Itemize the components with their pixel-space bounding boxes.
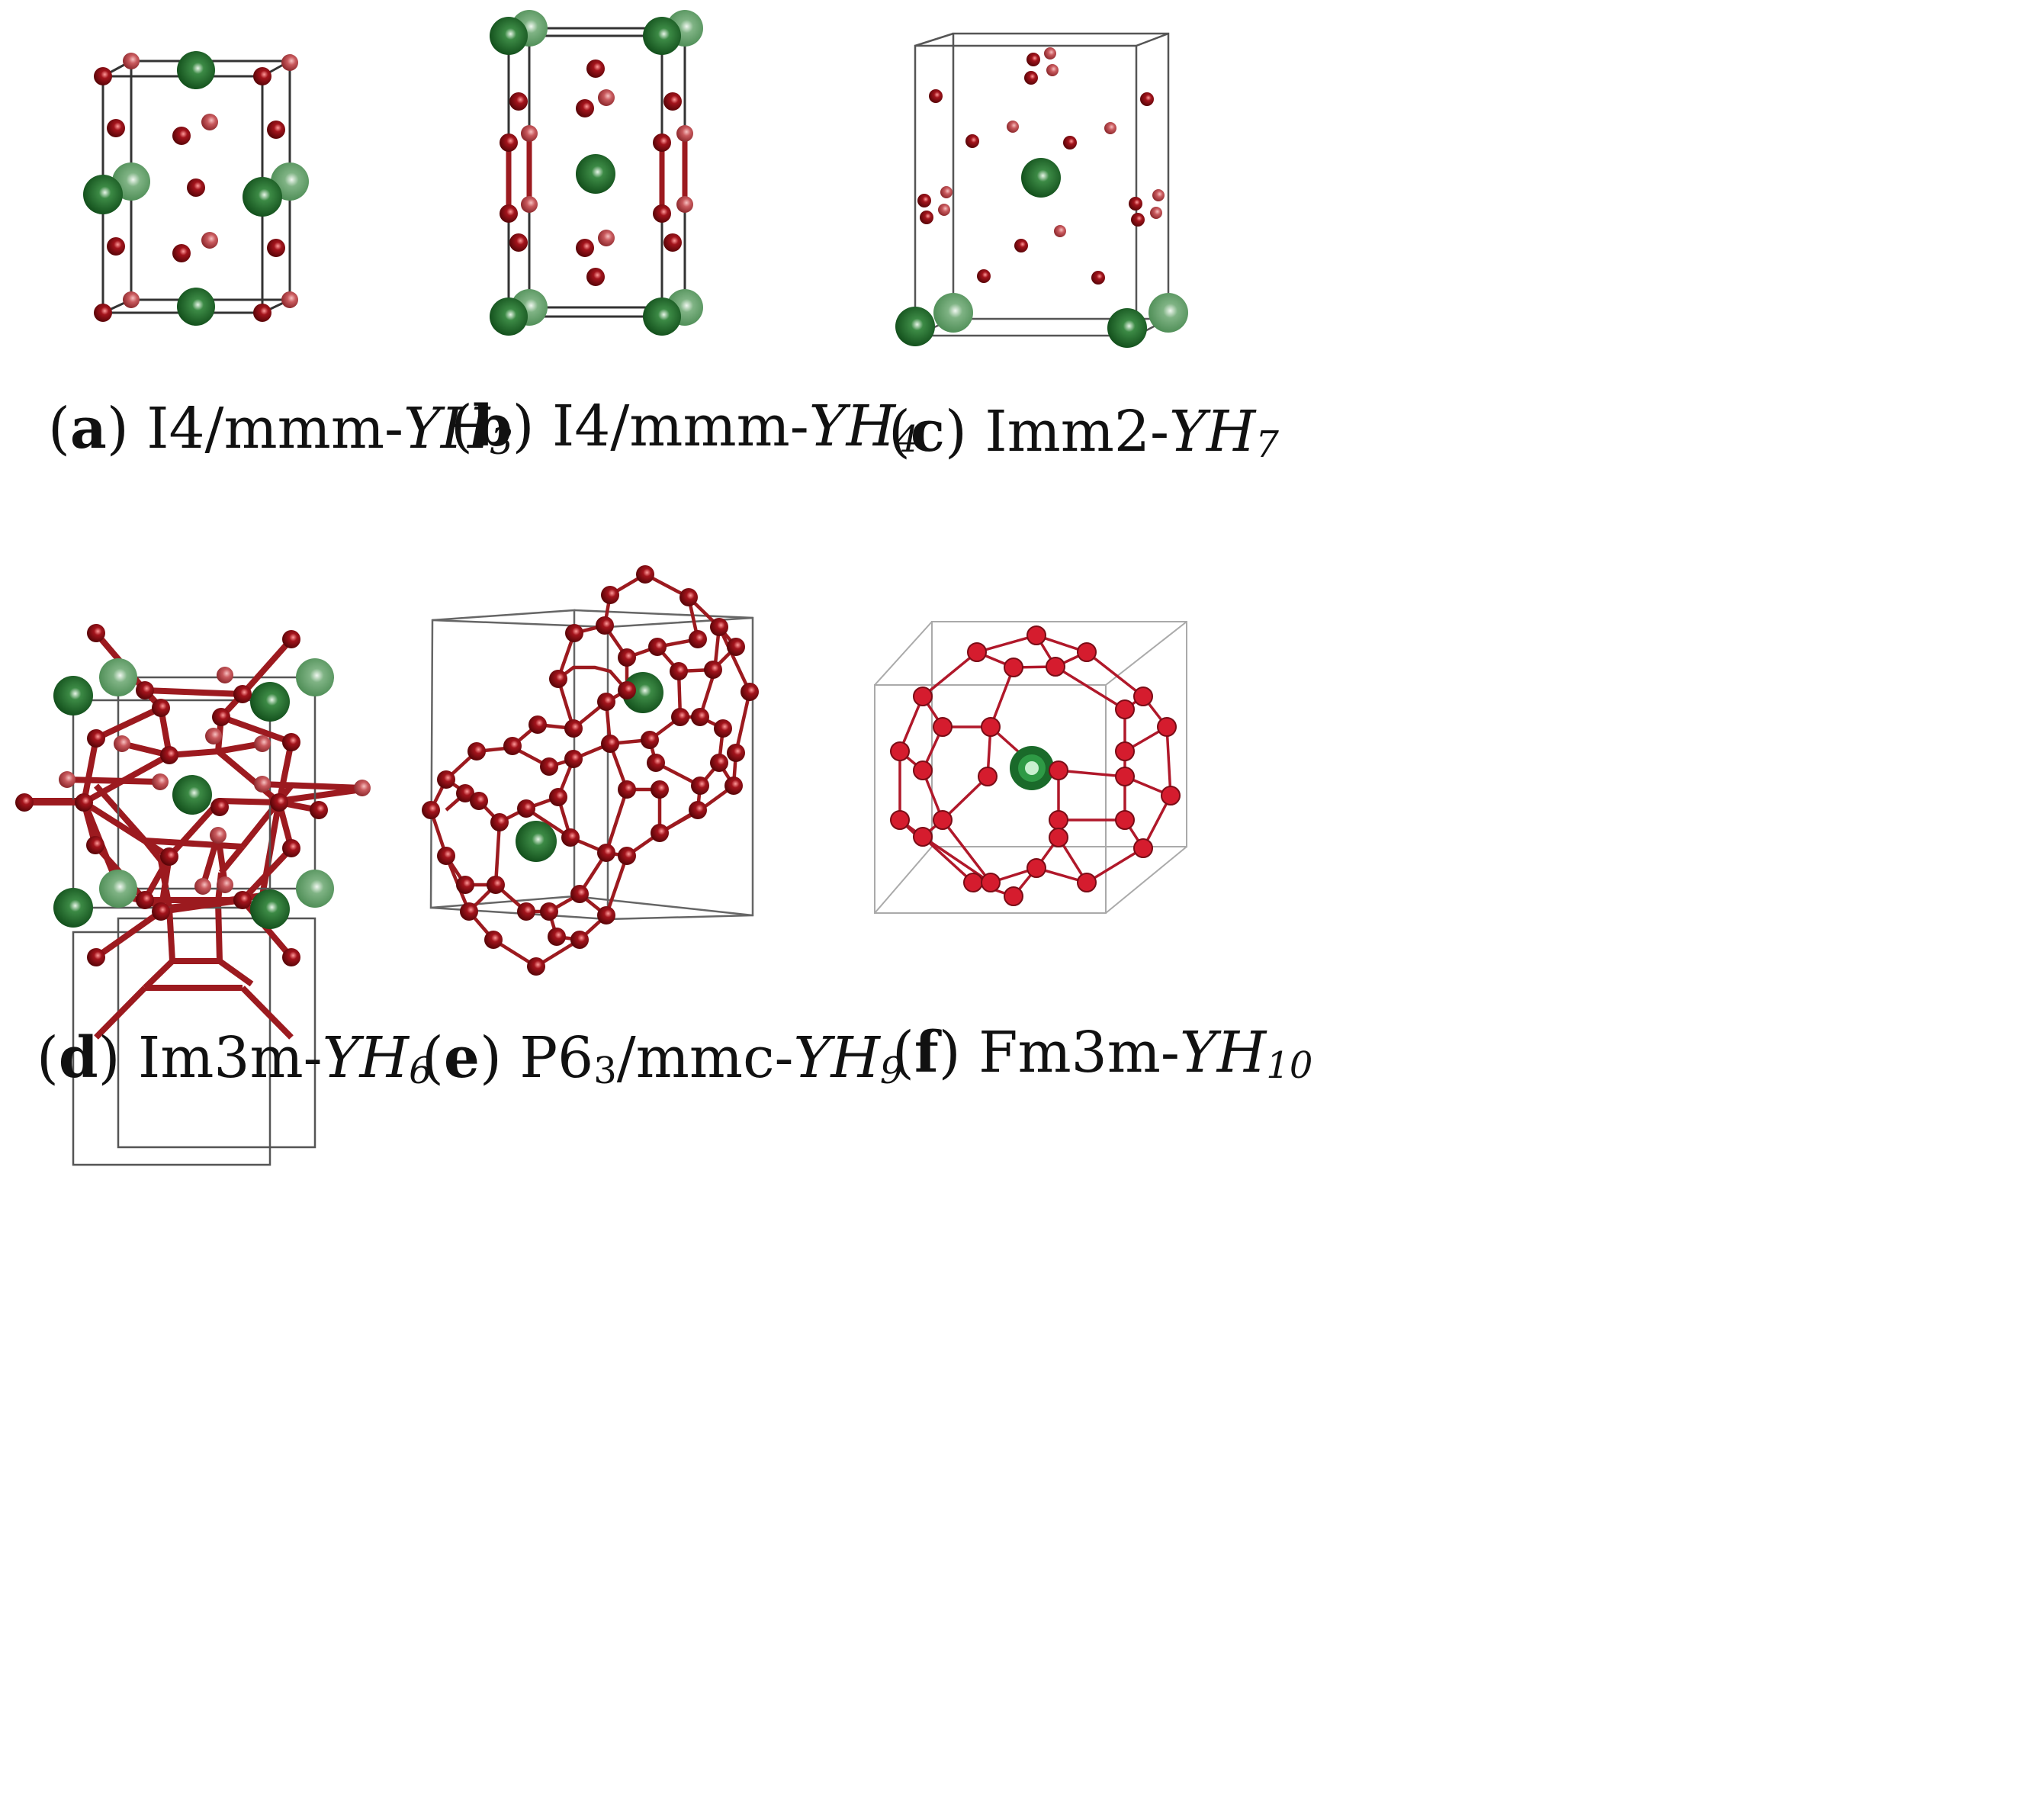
hydrogen-atoms-f [890, 625, 1181, 906]
structure-b-diagram [490, 10, 703, 336]
caption-d: (d) Im3m-YH6 [37, 1025, 432, 1092]
caption-c: (c) Imm2-YH7 [888, 399, 1279, 466]
yttrium-atoms-b [490, 10, 703, 336]
caption-a: (a) I4/mmm-YH3 [48, 396, 513, 463]
structure-panel-e [0, 0, 839, 1754]
structure-panel-b [0, 0, 763, 687]
hydrogen-atoms-d [15, 624, 371, 966]
structure-d-detail [15, 624, 371, 966]
hh-bonds-b [506, 133, 688, 214]
yttrium-atoms-e [516, 672, 663, 862]
yttrium-atoms-d [53, 658, 334, 929]
structure-panel-c [0, 0, 1196, 687]
yttrium-atoms-a [83, 51, 309, 326]
structure-panel-a [0, 0, 671, 687]
hydrogen-atoms-e [422, 565, 759, 976]
structure-panel-d-atoms [0, 0, 671, 1754]
hydrogen-atoms-b [500, 59, 693, 286]
yttrium-atoms-c [895, 158, 1188, 348]
unit-cell-d [72, 917, 316, 1166]
yttrium-atoms-f [1010, 746, 1054, 790]
hydrogen-atoms-c [917, 47, 1165, 285]
structure-panel-f [874, 621, 1187, 914]
structure-e-diagram [422, 565, 759, 976]
structure-c-diagram [895, 32, 1188, 348]
caption-f: (f) Fm3m-YH10 [892, 1020, 1313, 1087]
structure-f-diagram [874, 621, 1187, 914]
caption-e: (e) P63/mmc-YH9 [422, 1025, 904, 1092]
caption-b: (b) I4/mmm-YH4 [451, 394, 919, 461]
hydrogen-atoms-a [94, 53, 298, 322]
structure-a-diagram [83, 51, 309, 326]
